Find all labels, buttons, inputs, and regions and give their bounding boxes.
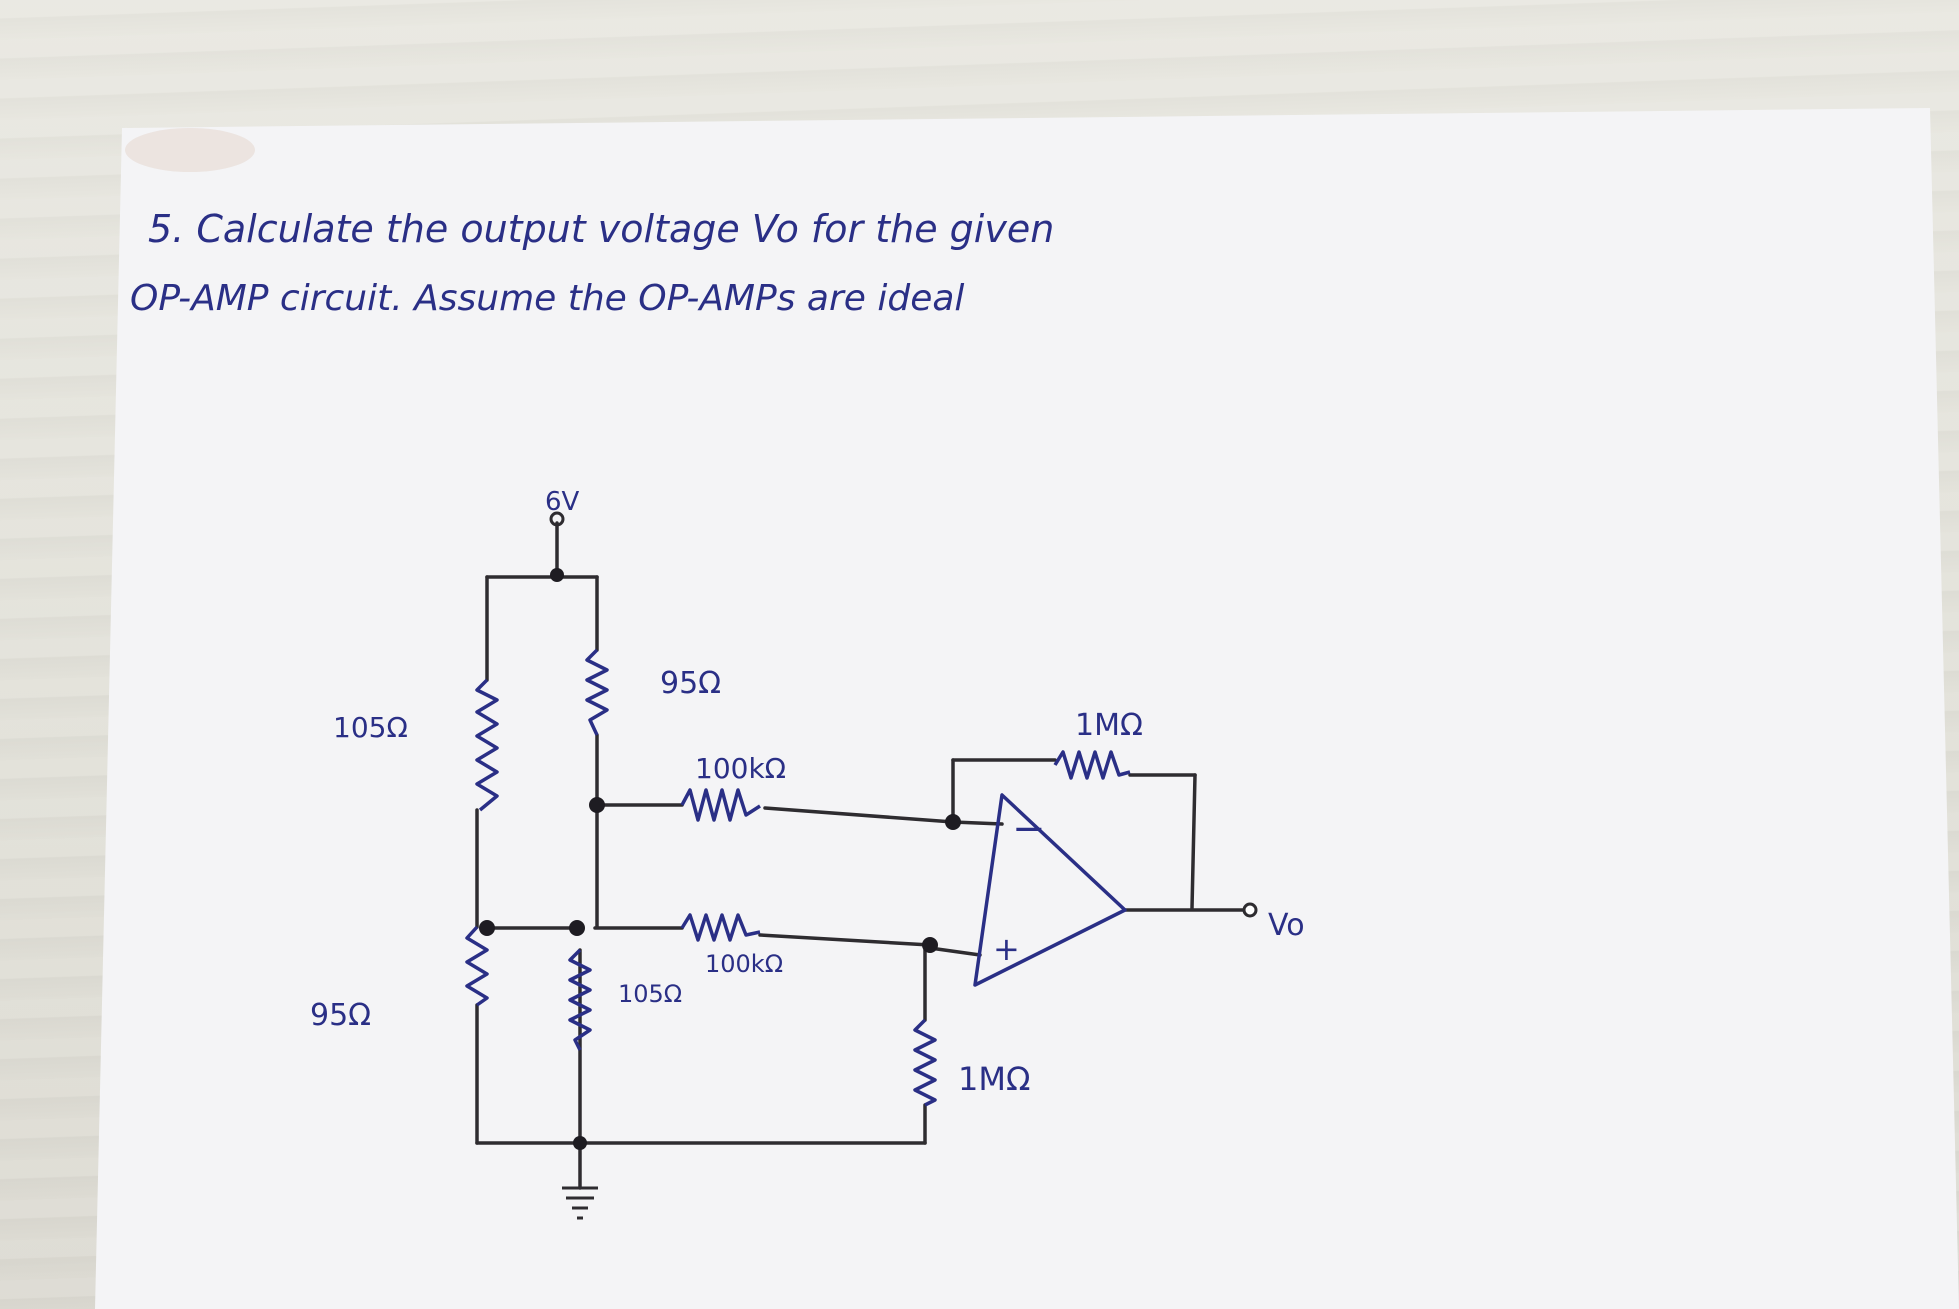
question-line-1: 5. Calculate the output voltage Vo for t… — [148, 207, 1054, 251]
label-r-ground: 1MΩ — [958, 1060, 1030, 1098]
supply-terminal — [549, 511, 565, 527]
resistor-input-top — [680, 788, 761, 822]
question-line-2: OP-AMP circuit. Assume the OP-AMPs are i… — [130, 278, 964, 319]
resistor-feedback — [1053, 750, 1131, 780]
supply-label: 6V — [545, 487, 580, 517]
output-terminal — [1242, 902, 1258, 918]
junction-dot-top-right — [589, 797, 605, 813]
circuit-wires — [475, 521, 1247, 1190]
inverting-sign: − — [1012, 806, 1046, 852]
junction-dot-mid-center — [569, 920, 585, 936]
resistor-left-bottom — [465, 925, 489, 1007]
junction-dots — [479, 568, 961, 1150]
resistor-right-top — [585, 648, 609, 736]
op-amp-triangle — [973, 793, 1127, 987]
output-label: Vo — [1268, 908, 1305, 943]
resistor-left-top — [475, 678, 499, 812]
label-r-right-top: 95Ω — [660, 666, 721, 701]
resistor-ground — [913, 1018, 937, 1107]
junction-dot-top — [550, 568, 564, 582]
resistor-input-bottom — [680, 913, 761, 942]
junction-dot-inverting — [945, 814, 961, 830]
noninverting-sign: + — [993, 930, 1020, 968]
label-r-left-top: 105Ω — [333, 711, 408, 744]
ground-symbol — [562, 1186, 598, 1220]
junction-dot-bottom — [573, 1136, 587, 1150]
label-r-input-top: 100kΩ — [695, 752, 786, 785]
label-r-left-bottom: 95Ω — [310, 998, 371, 1033]
junction-dot-noninverting — [922, 937, 938, 953]
label-r-feedback: 1MΩ — [1075, 708, 1143, 743]
paper-shape — [95, 108, 1959, 1309]
junction-dot-mid-left — [479, 920, 495, 936]
smudge — [125, 128, 255, 172]
resistor-center-bottom — [568, 948, 592, 1051]
label-r-right-bottom: 105Ω — [618, 980, 682, 1008]
label-r-input-bottom: 100kΩ — [705, 950, 783, 978]
resistors — [465, 648, 1131, 1107]
